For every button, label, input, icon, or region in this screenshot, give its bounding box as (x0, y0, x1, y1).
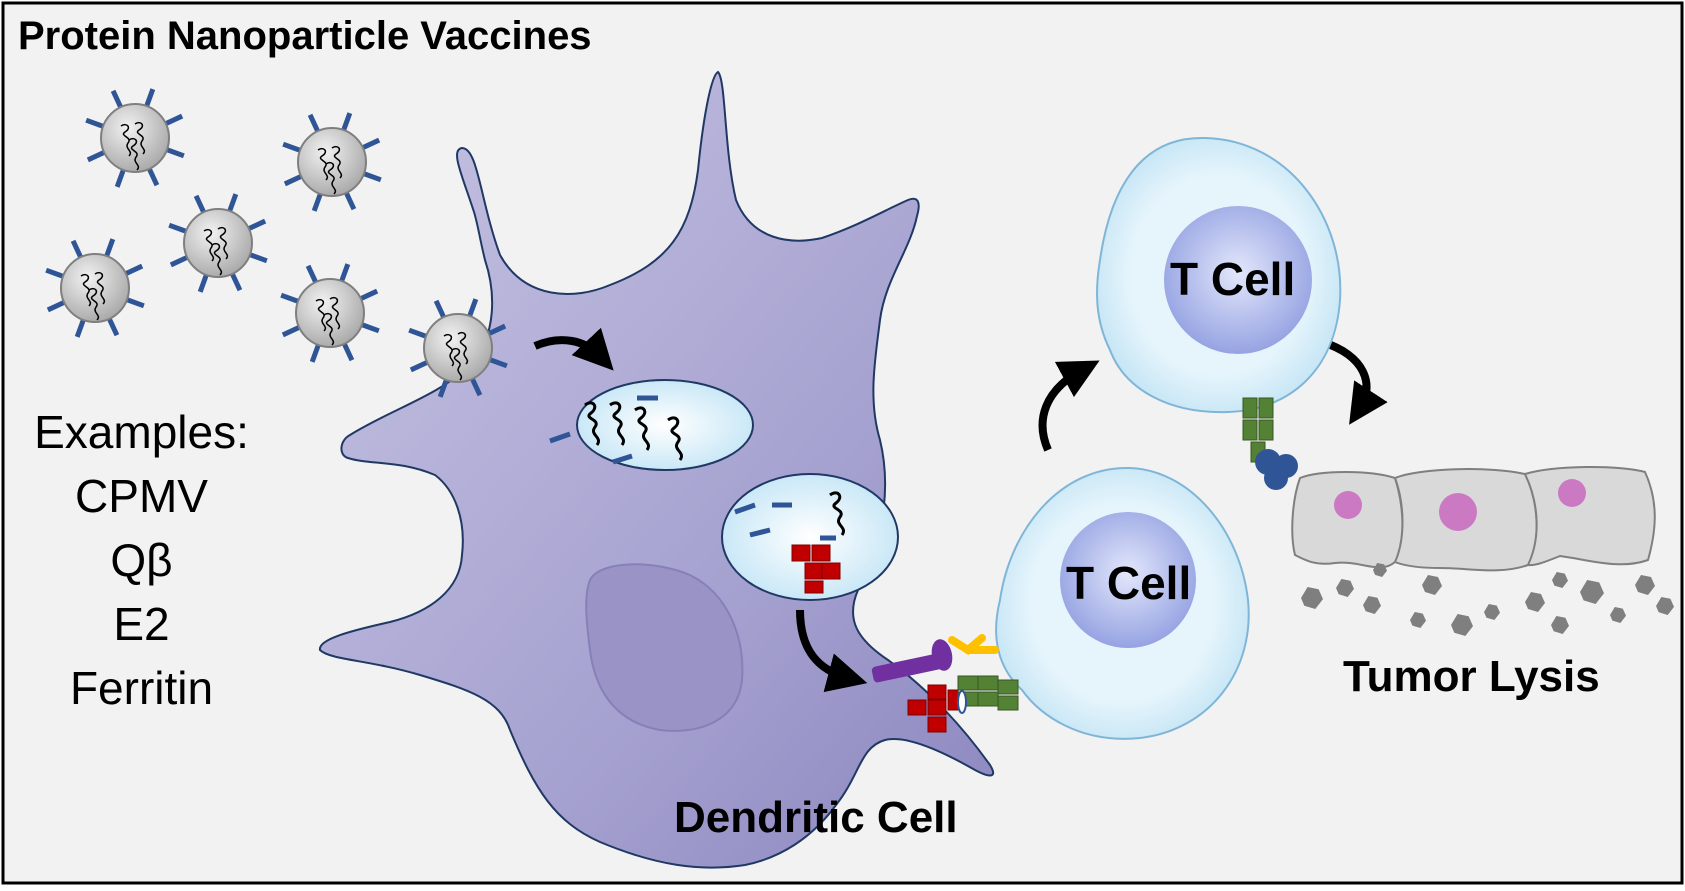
debris-fragment (1656, 597, 1674, 615)
tumor-cells (1291, 466, 1656, 572)
nanoparticle (408, 298, 508, 398)
nanoparticle (85, 88, 185, 188)
mhc-molecule-in-endosome (791, 544, 841, 594)
peptide-bottom (957, 690, 967, 714)
example-ferritin: Ferritin (69, 662, 214, 714)
examples-list: Examples: CPMV Qβ E2 Ferritin (14, 400, 269, 720)
debris-fragment (1336, 579, 1354, 597)
mhc-on-dendritic-cell (907, 684, 959, 733)
killing-arrow (1320, 338, 1388, 425)
tcr-on-t-cell-bottom (957, 675, 1019, 711)
presentation-arrow (796, 609, 868, 693)
debris-fragment (1363, 596, 1381, 614)
t-cell-bottom-nucleus (1060, 512, 1196, 648)
debris-fragment (1525, 592, 1545, 612)
nanoparticles (45, 88, 508, 398)
t-cell-top-label: T Cell (1170, 253, 1296, 305)
example-cpmv: CPMV (75, 470, 208, 522)
antigen-fragments-bottom (734, 502, 836, 541)
t-cell-top-nucleus (1164, 206, 1312, 354)
protein-squiggles-top (584, 401, 683, 461)
activation-arrow (1038, 360, 1100, 452)
example-e2: E2 (113, 598, 170, 650)
protein-squiggle-bottom (829, 491, 845, 536)
t-cell-bottom-label: T Cell (1066, 557, 1192, 609)
example-qbeta: Qβ (110, 534, 173, 586)
nanoparticle (45, 238, 145, 338)
endosome-bottom (721, 473, 899, 601)
debris-fragment (1580, 580, 1604, 604)
tumor-debris (1301, 563, 1674, 636)
debris-fragment (1451, 614, 1473, 636)
nanoparticle (168, 193, 268, 293)
mhc-on-tumor-cell (1255, 449, 1298, 490)
debris-fragment (1552, 572, 1568, 588)
figure-title: Protein Nanoparticle Vaccines (18, 14, 592, 58)
dendritic-cell-label: Dendritic Cell (674, 793, 958, 842)
debris-fragment (1422, 575, 1442, 595)
tcr-on-t-cell-top (1242, 397, 1274, 463)
debris-fragment (1373, 563, 1387, 577)
debris-fragment (1484, 604, 1500, 620)
debris-fragment (1410, 612, 1426, 628)
costimulatory-ligand (871, 639, 953, 683)
nanoparticle (280, 263, 380, 363)
endosome-top (576, 379, 754, 471)
examples-heading: Examples: (34, 406, 249, 458)
debris-fragment (1610, 607, 1626, 623)
antigen-fragments-top (549, 395, 658, 465)
debris-fragment (1551, 616, 1569, 634)
tumor-lysis-label: Tumor Lysis (1343, 652, 1600, 701)
dendritic-cell-nucleus (585, 563, 744, 732)
debris-fragment (1635, 575, 1655, 595)
uptake-arrow (533, 327, 614, 371)
costimulatory-receptor (948, 634, 999, 655)
debris-fragment (1301, 587, 1323, 609)
nanoparticle (282, 112, 382, 212)
